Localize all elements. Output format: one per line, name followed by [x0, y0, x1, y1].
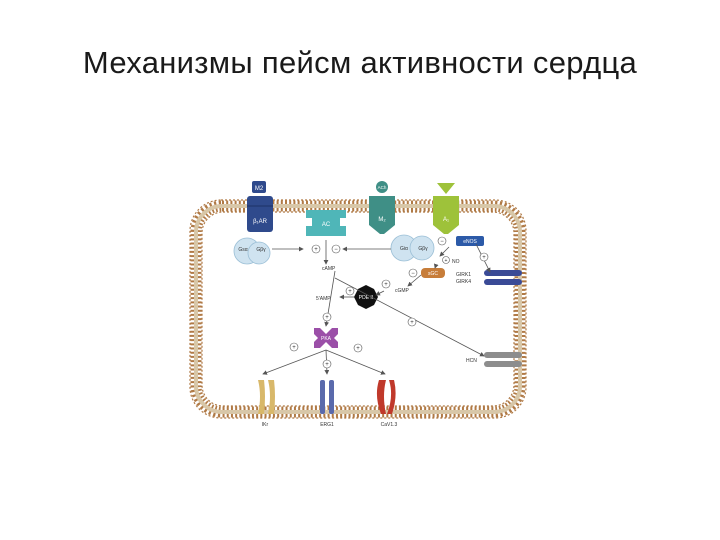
sign-cgmp: + [384, 282, 388, 288]
sign-erg: + [325, 362, 329, 368]
sign-enos: − [440, 239, 444, 245]
sign-ik: + [292, 345, 296, 351]
gbg-left-label: Gβγ [256, 247, 266, 253]
sign-gi-ac: − [334, 247, 338, 253]
erg-channel: ERG1 [320, 380, 334, 428]
gbg-right-label: Gβγ [418, 246, 428, 252]
no-sign: + [445, 258, 448, 264]
gs-alpha-label: Gsα [238, 247, 247, 253]
girk-label-2: GIRK4 [456, 279, 471, 285]
beta-ar-cap-label: M2 [255, 186, 264, 192]
a1-label: A₁ [443, 217, 449, 223]
beta-ar-label: β₁AR [253, 219, 267, 225]
cgmp-label: cGMP [395, 288, 410, 294]
amp-label: 5'AMP [316, 296, 331, 302]
erg-label: ERG1 [320, 422, 334, 428]
sign-girk: + [482, 255, 486, 261]
no-label: NO [452, 259, 460, 265]
m2-muscarinic-receptor: ACh M₂ [369, 181, 395, 234]
girk-channel: GIRK1 GIRK4 [456, 270, 522, 285]
ik-channel: IKr [258, 380, 275, 428]
soluble-guanylyl-cyclase: sGC [421, 268, 445, 278]
sign-gs-ac: + [314, 247, 318, 253]
sign-pde: + [348, 289, 352, 295]
cav-channel: CaV1.3 [376, 380, 398, 428]
sign-hcn: + [410, 320, 414, 326]
gi-protein-complex: Giα Gβγ [390, 234, 435, 262]
gs-protein-complex: Gsα Gβγ [233, 237, 271, 265]
cav-label: CaV1.3 [381, 422, 398, 428]
hcn-label: HCN [466, 358, 477, 364]
girk-label-1: GIRK1 [456, 272, 471, 278]
pka-label: PKA [321, 336, 332, 342]
sign-markers: + − − − + + + + + + + + [289, 236, 489, 369]
cell-membrane [189, 199, 527, 419]
m2-cap-label: ACh [378, 185, 387, 190]
enos-label: eNOS [463, 239, 477, 245]
pde2-enzyme: PDE II [354, 285, 378, 309]
camp-label: cAMP [322, 266, 336, 272]
beta1-adrenergic-receptor: M2 β₁AR [247, 181, 273, 232]
sgc-label: sGC [428, 271, 438, 277]
sign-sgc: − [411, 271, 415, 277]
ac-label: AC [322, 222, 331, 228]
pka-enzyme: PKA [314, 328, 338, 348]
gi-alpha-label: Giα [400, 246, 408, 252]
adenylyl-cyclase: AC [306, 210, 346, 236]
sign-pka: + [325, 315, 329, 321]
sign-cav: + [356, 346, 360, 352]
ik-label: IKr [262, 422, 269, 428]
pde-label: PDE II [359, 295, 373, 301]
nitric-oxide: + NO [442, 256, 460, 265]
a1-adenosine-receptor: A₁ [433, 183, 459, 234]
slide-title: Механизмы пейсм активности сердца [82, 45, 638, 80]
m2-label: M₂ [378, 217, 386, 223]
hcn-channel: HCN [466, 352, 522, 367]
enos-enzyme: eNOS [456, 236, 484, 246]
